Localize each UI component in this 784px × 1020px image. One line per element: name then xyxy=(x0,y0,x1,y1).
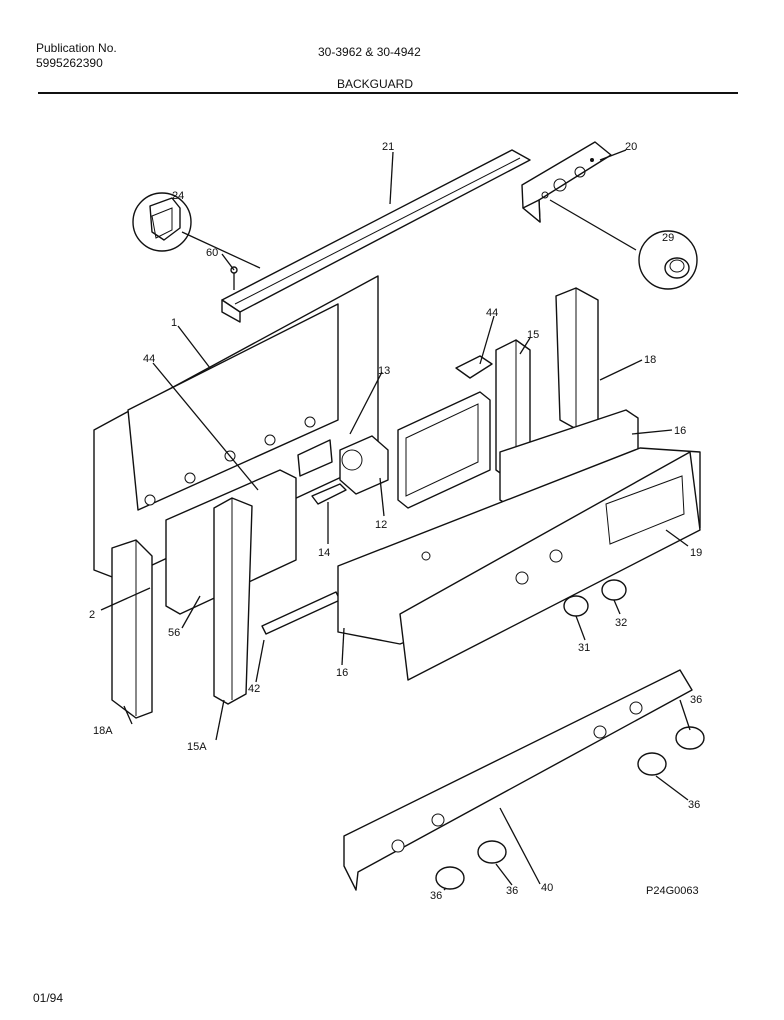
leader-lines xyxy=(100,149,691,891)
callout-14: 14 xyxy=(318,547,330,559)
part-left-end-cap xyxy=(111,539,153,719)
part-clock-overlay xyxy=(521,141,612,223)
callout-12: 12 xyxy=(375,519,387,531)
model-numbers: 30-3962 & 30-4942 xyxy=(318,45,421,59)
callout-31: 31 xyxy=(578,642,590,654)
callout-44-right: 44 xyxy=(486,307,498,319)
figure-code: P24G0063 xyxy=(646,885,699,897)
part-clock-box xyxy=(397,391,491,509)
callout-36-far-left: 36 xyxy=(430,890,442,902)
part-lower-strip xyxy=(261,591,341,635)
callout-40: 40 xyxy=(541,882,553,894)
callout-20: 20 xyxy=(625,141,637,153)
part-knob-pair xyxy=(563,579,627,617)
callout-36-right-bottom: 36 xyxy=(688,799,700,811)
header-rule xyxy=(38,92,738,94)
callout-16-upper: 16 xyxy=(674,425,686,437)
part-upper-clip xyxy=(455,355,493,379)
callout-2: 2 xyxy=(89,609,95,621)
section-title: BACKGUARD xyxy=(337,77,414,91)
callout-21: 21 xyxy=(382,141,394,153)
callout-32: 32 xyxy=(615,617,627,629)
callout-44-left: 44 xyxy=(143,353,155,365)
callout-18: 18 xyxy=(644,354,656,366)
publication-number: 5995262390 xyxy=(36,56,103,70)
callout-15: 15 xyxy=(527,329,539,341)
callout-16-lower: 16 xyxy=(336,667,348,679)
callout-19: 19 xyxy=(690,547,702,559)
part-switch-housing xyxy=(297,435,389,495)
part-switch-inset xyxy=(132,192,192,252)
callout-18a: 18A xyxy=(93,725,113,737)
callout-15a: 15A xyxy=(187,741,207,753)
callout-24: 24 xyxy=(172,190,184,202)
callout-60: 60 xyxy=(206,247,218,259)
part-small-bracket xyxy=(311,483,347,505)
part-screw xyxy=(230,266,238,290)
date-code: 01/94 xyxy=(33,991,64,1005)
callout-1: 1 xyxy=(171,317,177,329)
callout-36-right-top: 36 xyxy=(690,694,702,706)
publication-label: Publication No. xyxy=(36,41,117,55)
part-left-bracket xyxy=(213,497,253,705)
callout-42: 42 xyxy=(248,683,260,695)
part-right-end-cap xyxy=(555,287,599,431)
callout-13: 13 xyxy=(378,365,390,377)
callout-56: 56 xyxy=(168,627,180,639)
part-burner-knobs xyxy=(435,726,705,890)
part-front-control-panel xyxy=(337,447,701,681)
part-top-trim xyxy=(221,149,531,323)
callout-29: 29 xyxy=(662,232,674,244)
part-manifold-panel xyxy=(343,669,693,891)
callout-labels: 21 20 24 60 29 1 44 13 44 15 18 16 12 14… xyxy=(89,141,702,902)
part-clock-knob-inset xyxy=(638,230,698,290)
callout-36-left: 36 xyxy=(506,885,518,897)
